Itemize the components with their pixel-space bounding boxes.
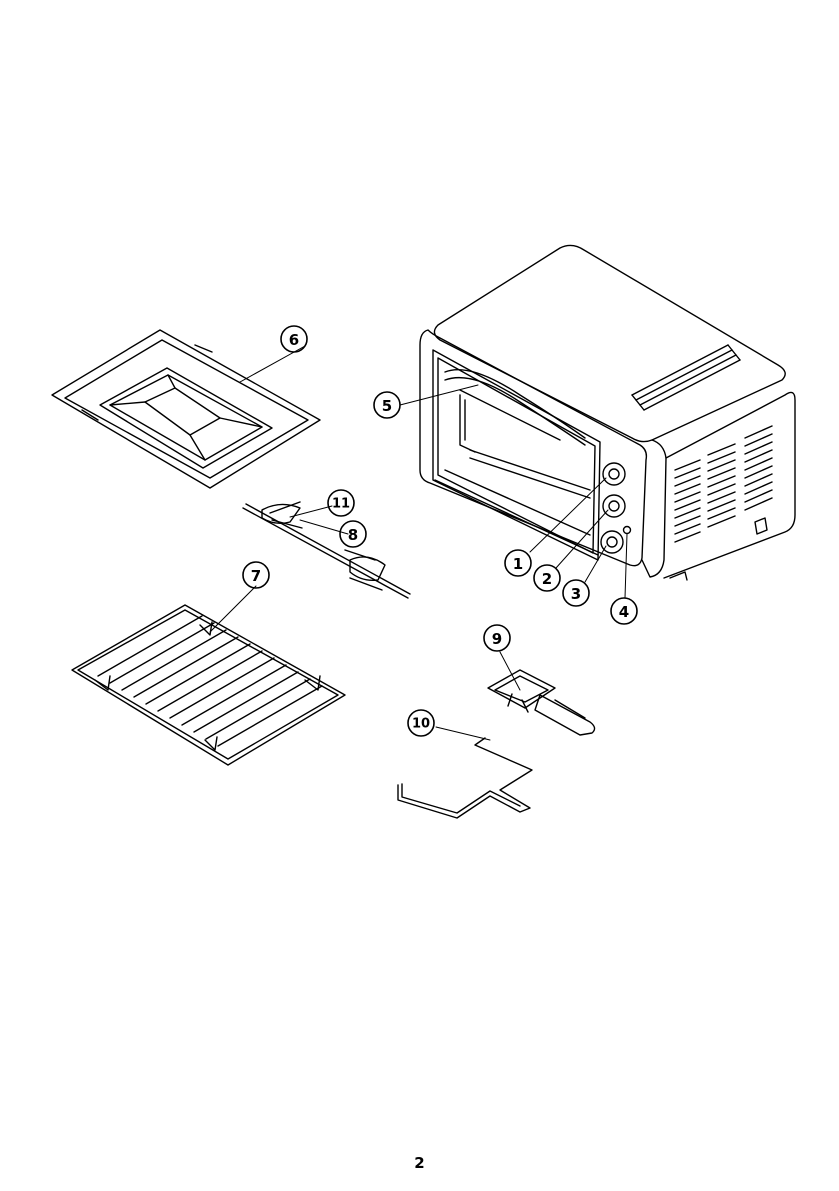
callout-5: 5 xyxy=(382,397,392,415)
callout-6: 6 xyxy=(289,331,299,349)
rotisserie-spit xyxy=(243,502,410,598)
callout-1: 1 xyxy=(513,555,523,573)
tray-handle xyxy=(488,670,595,735)
callout-11: 11 xyxy=(332,497,350,512)
baking-tray xyxy=(52,330,320,488)
callout-9: 9 xyxy=(492,630,502,648)
callout-2: 2 xyxy=(542,570,552,588)
callout-10: 10 xyxy=(412,717,430,732)
wire-rack xyxy=(72,605,345,765)
callout-7: 7 xyxy=(251,567,261,585)
toaster-oven xyxy=(420,245,795,580)
callout-3: 3 xyxy=(571,585,581,603)
callout-8: 8 xyxy=(348,526,358,544)
rotisserie-handle xyxy=(398,738,532,818)
callout-4: 4 xyxy=(619,603,629,621)
page-number: 2 xyxy=(0,1154,839,1172)
